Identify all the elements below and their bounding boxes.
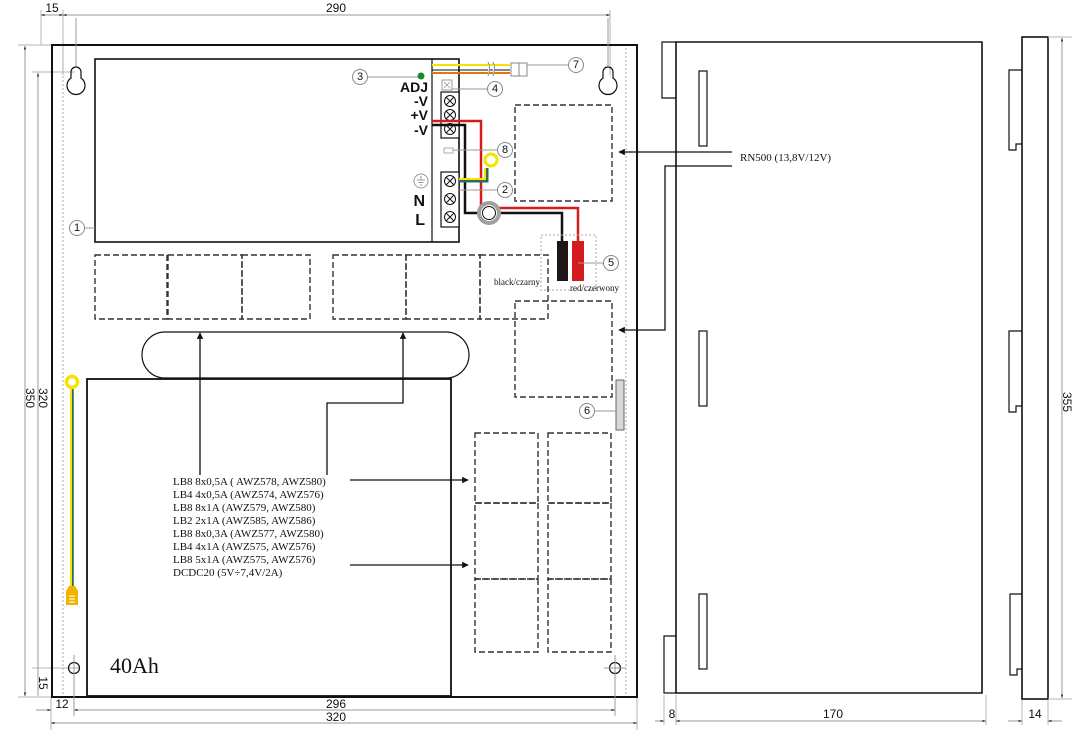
dim-left-bottom: 15	[36, 676, 50, 690]
enclosure-side-view: 8 170	[655, 41, 987, 725]
label-minus-v-1: -V	[414, 93, 429, 109]
label-black-wire: black/czarny	[494, 277, 540, 287]
battery-lead-black	[557, 241, 568, 281]
label-n: N	[413, 193, 425, 210]
rn500-label: RN500 (13,8V/12V)	[740, 152, 831, 164]
dim-side-lip: 8	[669, 707, 676, 721]
dim-top-margin: 15	[45, 1, 59, 15]
module-list-item: LB8 8x1A (AWZ579, AWZ580)	[173, 502, 316, 514]
psu-module: ADJ -V +V -V N L	[94, 58, 460, 243]
power-led-icon	[417, 72, 425, 80]
ferrite-ring	[477, 201, 501, 225]
ground-ring-8	[483, 152, 499, 168]
dim-side-depth: 170	[823, 707, 843, 721]
rn500-slot-top	[514, 104, 613, 202]
enclosure-front	[51, 18, 638, 715]
label-adj: ADJ	[400, 79, 428, 95]
dim-bottom-inner: 296	[326, 697, 346, 711]
dimension-top: 15 290	[40, 1, 611, 75]
module-list-item: LB8 5x1A (AWZ575, AWZ576)	[173, 554, 316, 566]
module-list: LB8 8x0,5A ( AWZ578, AWZ580) LB4 4x0,5A …	[173, 476, 326, 579]
keyhole-mount-right	[598, 66, 618, 96]
callout-8: 8	[502, 144, 508, 156]
dimension-bottom: 12 296 320	[36, 675, 638, 730]
dim-door-height: 355	[1060, 392, 1074, 412]
wiring	[64, 61, 597, 605]
dim-door-depth: 14	[1028, 707, 1042, 721]
label-red-wire: red/czerwony	[570, 283, 619, 293]
fuse-icon	[443, 147, 454, 154]
battery	[86, 378, 452, 697]
callout-4: 4	[492, 83, 498, 95]
battery-capacity: 40Ah	[110, 653, 159, 678]
callout-5: 5	[608, 257, 614, 269]
tamper-switch	[615, 379, 625, 431]
rn500-slot-bottom	[514, 300, 613, 398]
dim-top-width: 290	[326, 1, 346, 15]
module-list-item: LB4 4x1A (AWZ575, AWZ576)	[173, 541, 316, 553]
module-list-item: DCDC20 (5V÷7,4V/2A)	[173, 567, 283, 579]
label-l: L	[415, 212, 425, 229]
module-list-item: LB8 8x0,3A (AWZ577, AWZ580)	[173, 528, 324, 540]
callout-6: 6	[584, 405, 590, 417]
module-list-item: LB4 4x0,5A (AWZ574, AWZ576)	[173, 489, 324, 501]
ground-icon	[413, 173, 429, 189]
enclosure-door-view: 355 14	[1008, 36, 1074, 725]
module-arrows	[196, 148, 732, 569]
label-minus-v-2: -V	[414, 122, 429, 138]
callout-2: 2	[502, 184, 508, 196]
callout-3: 3	[357, 71, 363, 83]
dim-left-inner: 320	[36, 388, 50, 408]
dim-left-outer: 350	[23, 388, 37, 408]
callouts: 1 2 3 4 5 6 7 8	[69, 57, 619, 419]
dc-terminal-block	[440, 91, 460, 139]
module-list-item: LB8 8x0,5A ( AWZ578, AWZ580)	[173, 476, 326, 488]
keyhole-mount-left	[66, 66, 86, 96]
dim-bottom-margin: 12	[55, 697, 69, 711]
battery-lead-red	[572, 241, 584, 281]
dimension-left: 350 320 15	[18, 44, 80, 698]
cable-slot	[141, 331, 470, 379]
callout-7: 7	[573, 59, 579, 71]
earth-ring	[64, 374, 80, 390]
callout-1: 1	[74, 222, 80, 234]
module-list-item: LB2 2x1A (AWZ585, AWZ586)	[173, 515, 316, 527]
module-slots	[94, 104, 613, 653]
label-plus-v: +V	[410, 107, 428, 123]
ac-terminal-block	[440, 171, 460, 228]
dim-bottom-outer: 320	[326, 710, 346, 724]
